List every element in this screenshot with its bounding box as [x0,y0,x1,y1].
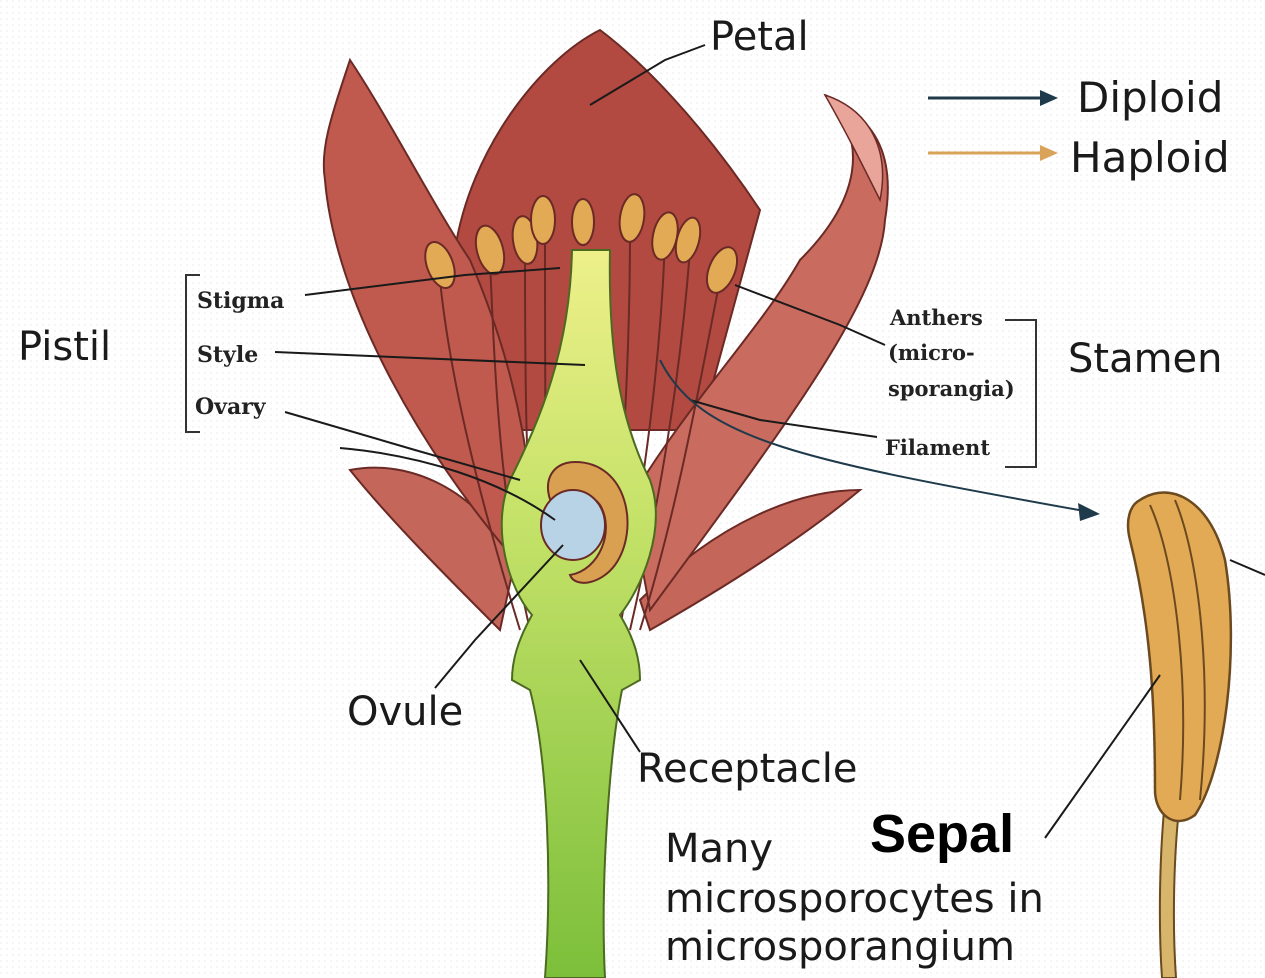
label-receptacle: Receptacle [637,746,858,792]
label-ovule: Ovule [347,689,463,735]
label-anthers-2: (micro- [888,340,975,365]
label-anthers-3: sporangia) [888,376,1015,401]
label-ovary: Ovary [195,394,267,420]
label-many-2: microsporocytes in [665,876,1044,922]
label-stigma: Stigma [197,288,284,314]
label-many-1: Many [665,826,773,872]
label-pistil: Pistil [18,324,111,370]
label-many-3: microsporangium [665,924,1015,970]
legend-diploid: Diploid [1077,73,1223,122]
label-petal: Petal [710,14,809,60]
label-sepal: Sepal [870,804,1014,864]
ovule-shape [541,490,605,560]
legend-haploid: Haploid [1070,133,1230,182]
label-style: Style [197,342,258,368]
label-anthers-1: Anthers [889,305,983,330]
label-stamen: Stamen [1068,336,1223,382]
label-filament: Filament [885,435,990,460]
